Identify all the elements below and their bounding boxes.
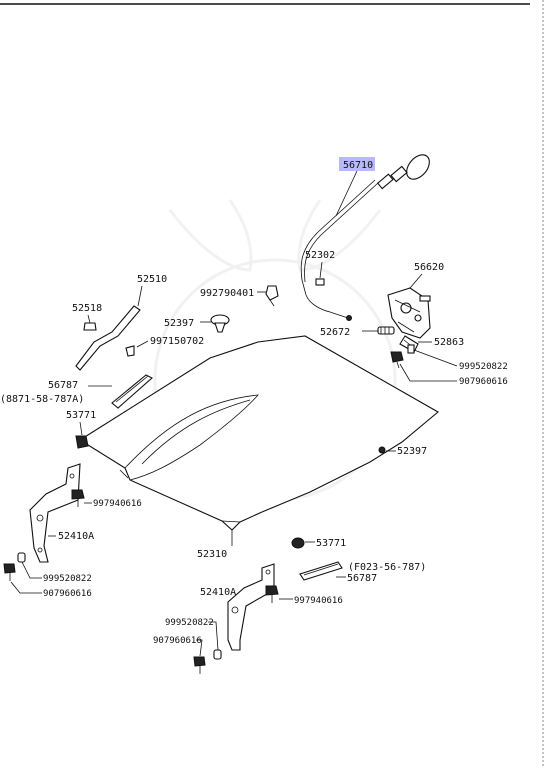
bolt-907960616-left (3, 563, 16, 581)
part-label-52302[interactable]: 52302 (305, 250, 335, 261)
part-label-52397-top[interactable]: 52397 (164, 318, 194, 329)
part-label-53771-left[interactable]: 53771 (66, 410, 96, 421)
part-label-52672[interactable]: 52672 (320, 327, 350, 338)
part-label-52410A-left[interactable]: 52410A (58, 531, 94, 542)
part-52672-shape (377, 326, 395, 335)
part-label-53771-right[interactable]: 53771 (316, 538, 346, 549)
part-label-997150702[interactable]: 997150702 (150, 336, 204, 347)
part-label-999520822-left[interactable]: 999520822 (43, 574, 92, 584)
part-highlight-56710 (339, 157, 375, 171)
bolt-997940616-left (71, 489, 85, 507)
hinge-52410A-right (227, 563, 275, 651)
part-label-907960616-top[interactable]: 907960616 (459, 377, 508, 387)
part-label-52510[interactable]: 52510 (137, 274, 167, 285)
bolt-52518 (83, 322, 97, 331)
bolt-907960616-right (193, 656, 206, 674)
nut-53771-right (291, 537, 305, 549)
part-label-56787-left[interactable]: 56787 (48, 380, 78, 391)
part-label-997940616-right[interactable]: 997940616 (294, 596, 343, 606)
prop-rod-52510 (75, 305, 141, 371)
clip-52302-shape (315, 278, 325, 286)
part-label-992790401[interactable]: 992790401 (200, 288, 254, 299)
part-label-56710[interactable]: 56710 (343, 160, 373, 171)
part-label-56787-right[interactable]: 56787 (347, 573, 377, 584)
hood-panel (78, 335, 439, 531)
part-label-997940616-left[interactable]: 997940616 (93, 499, 142, 509)
bolt-907960616-top (390, 351, 404, 369)
part-label-907960616-left[interactable]: 907960616 (43, 589, 92, 599)
washer-999520822-left (17, 552, 26, 563)
strip-56787-right (299, 561, 343, 581)
part-label-52410A-right[interactable]: 52410A (200, 587, 236, 598)
bumper-52397-right (378, 446, 386, 454)
part-label-999520822-right[interactable]: 999520822 (165, 618, 214, 628)
part-label-999520822-top[interactable]: 999520822 (459, 362, 508, 372)
nut-53771-left (75, 435, 89, 449)
hood-release-cable (300, 154, 430, 321)
bumper-52397-top (210, 314, 230, 333)
hinge-52410A-left (29, 463, 81, 563)
note-left: (8871-58-787A) (0, 394, 84, 405)
part-label-52310[interactable]: 52310 (197, 549, 227, 560)
hood-latch-56620 (387, 287, 431, 339)
strip-56787-left (111, 374, 153, 409)
part-label-56620[interactable]: 56620 (414, 262, 444, 273)
washer-999520822-top (407, 344, 415, 354)
note-right: (F023-56-787) (348, 562, 426, 573)
part-label-52863[interactable]: 52863 (434, 337, 464, 348)
part-label-907960616-right[interactable]: 907960616 (153, 636, 202, 646)
clip-992790401-shape (265, 285, 279, 307)
part-label-52518[interactable]: 52518 (72, 303, 102, 314)
part-label-52397-right[interactable]: 52397 (397, 446, 427, 457)
washer-999520822-right (213, 649, 222, 660)
clip-997150702-shape (125, 345, 135, 357)
bolt-997940616-right (265, 585, 279, 603)
